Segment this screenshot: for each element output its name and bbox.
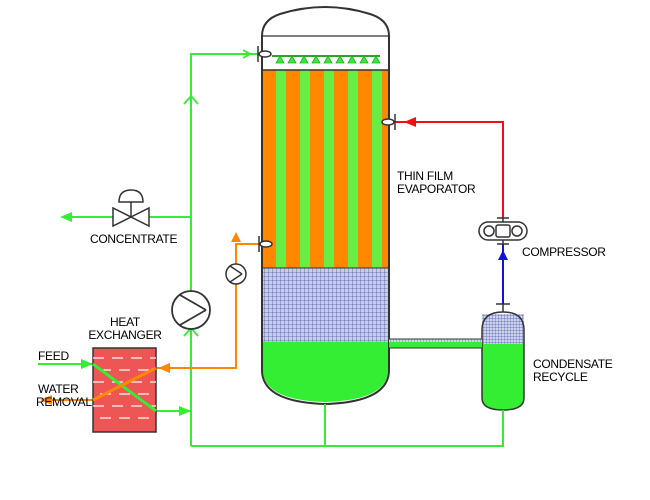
heating-supply-arrow [231, 232, 241, 242]
vapor-inlet-arrow [404, 117, 416, 127]
compressor-label-text: COMPRESSOR [522, 245, 606, 259]
evaporator-label-line-1: THIN FILM [397, 169, 453, 183]
compressor-icon [478, 217, 528, 245]
evaporator-vessel [261, 6, 390, 406]
condensate-vessel [481, 303, 525, 411]
compressor-outlet-arrow [498, 250, 508, 260]
spray-nozzle-icon [272, 55, 381, 64]
small-pump-icon [225, 263, 247, 285]
nozzle-vapor-inlet [381, 114, 396, 130]
condensate-recycle-label-line-1: CONDENSATE [533, 357, 613, 371]
evaporator-label-line-2: EVAPORATOR [397, 182, 476, 196]
water-removal-label: WATER REMOVAL [36, 383, 92, 409]
heating-return-arrow [158, 363, 170, 373]
valve-icon [112, 189, 150, 228]
concentrate-arrow [60, 212, 72, 222]
feed-label-text: FEED [38, 349, 69, 363]
compressor-label: COMPRESSOR [522, 246, 606, 259]
condensate-recycle-label-line-2: RECYCLE [533, 370, 588, 384]
heat-exchanger-label: HEAT EXCHANGER [80, 316, 170, 342]
nozzle-top-inlet [257, 46, 272, 62]
water-removal-label-line-1: WATER [38, 382, 79, 396]
evaporator-top-dome [261, 6, 390, 70]
condensate-transfer-pipe [389, 338, 482, 349]
concentrate-label-text: CONCENTRATE [90, 232, 178, 246]
evaporator-label: THIN FILM EVAPORATOR [397, 169, 476, 196]
concentrate-label: CONCENTRATE [90, 233, 177, 246]
heat-exchanger-label-line-1: HEAT [110, 315, 140, 329]
water-removal-arrow [40, 395, 52, 405]
heat-exchanger-label-line-2: EXCHANGER [88, 328, 162, 342]
vapor-return-line [395, 121, 504, 218]
feed-label: FEED [38, 350, 69, 363]
condensate-recycle-label: CONDENSATE RECYCLE [533, 357, 613, 384]
falling-film-tubes [276, 70, 382, 268]
water-removal-outlet-arrow [179, 406, 191, 416]
evaporator-liquid-sump [263, 342, 388, 402]
heat-exchanger [92, 347, 157, 433]
flow-arrow-icon [40, 117, 508, 416]
pump-icon [171, 290, 211, 330]
nozzle-heating-inlet [258, 236, 273, 252]
vapor-separator [263, 268, 388, 342]
feed-arrow [81, 359, 93, 369]
water-removal-label-line-2: REMOVAL [36, 395, 92, 409]
